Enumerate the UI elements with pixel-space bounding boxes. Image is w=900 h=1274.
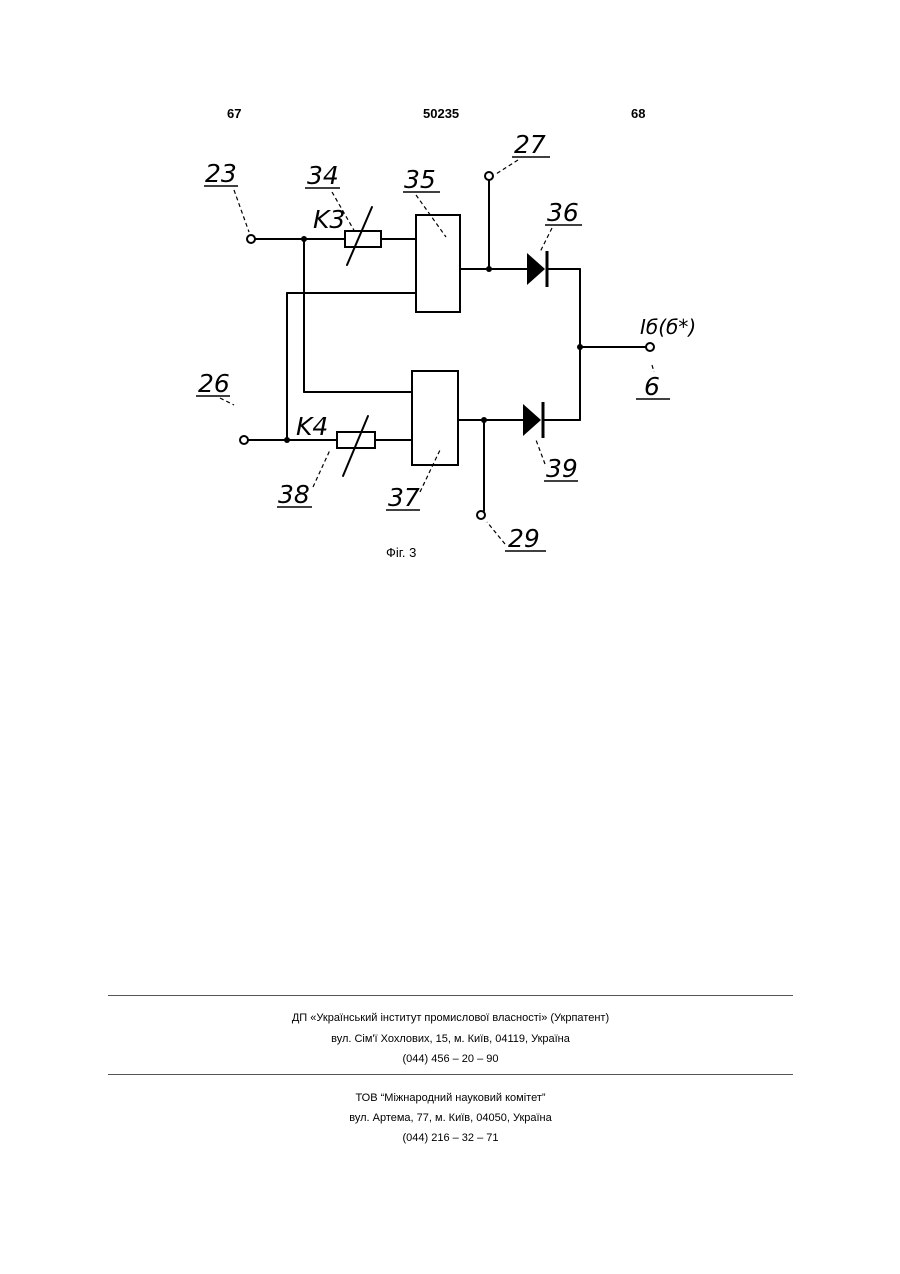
label-39: 39 — [546, 454, 578, 483]
leader-6 — [652, 365, 654, 372]
leader-23 — [234, 190, 249, 232]
junction-dot — [577, 344, 583, 350]
footer-org2-name: ТОВ “Міжнародний науковий комітет” — [108, 1091, 793, 1105]
label-35: 35 — [404, 165, 436, 194]
leader-38 — [313, 450, 330, 487]
terminal-27 — [485, 172, 493, 180]
label-37: 37 — [388, 483, 420, 512]
footer-org2-phone: (044) 216 – 32 – 71 — [108, 1131, 793, 1145]
junction-dot — [481, 417, 487, 423]
junction-dot — [284, 437, 290, 443]
diode-39 — [523, 402, 543, 438]
label-26: 26 — [198, 369, 230, 398]
block-35 — [416, 215, 460, 312]
footer-org2-address: вул. Артема, 77, м. Київ, 04050, Україна — [108, 1111, 793, 1125]
terminal-29 — [477, 511, 485, 519]
footer-org1-name: ДП «Український інститут промислової вла… — [108, 1011, 793, 1025]
leader-36 — [540, 228, 552, 252]
leader-26 — [220, 398, 234, 405]
block-37 — [412, 371, 458, 465]
circuit-diagram: 23 34 35 27 36 K3 26 K4 38 37 29 39 Iб(б… — [0, 0, 900, 600]
terminal-26 — [240, 436, 248, 444]
resistor-38-arrow — [343, 416, 368, 476]
figure-caption: Фіг. 3 — [386, 545, 416, 560]
footer-org1-phone: (044) 456 – 20 – 90 — [108, 1052, 793, 1066]
footer-org1-address: вул. Сім'ї Хохлових, 15, м. Київ, 04119,… — [108, 1032, 793, 1046]
label-6: 6 — [644, 372, 660, 401]
label-38: 38 — [278, 480, 310, 509]
junction-dot — [486, 266, 492, 272]
diode-36 — [527, 251, 547, 287]
junction-dot — [301, 236, 307, 242]
label-27: 27 — [514, 130, 546, 159]
leader-39 — [536, 440, 545, 464]
footer-divider-bottom — [108, 1074, 793, 1075]
resistor-34-arrow — [347, 207, 372, 265]
terminal-23 — [247, 235, 255, 243]
label-output: Iб(б*) — [640, 315, 696, 339]
label-36: 36 — [547, 198, 579, 227]
leader-27 — [496, 160, 518, 174]
footer-divider-top — [108, 995, 793, 996]
label-34: 34 — [307, 161, 339, 190]
label-k3: K3 — [313, 205, 345, 234]
leader-29 — [487, 522, 505, 544]
resistor-34 — [345, 231, 381, 247]
label-23: 23 — [205, 159, 237, 188]
terminal-output — [646, 343, 654, 351]
label-29: 29 — [508, 524, 540, 553]
label-k4: K4 — [296, 412, 328, 441]
leader-37 — [420, 450, 440, 492]
